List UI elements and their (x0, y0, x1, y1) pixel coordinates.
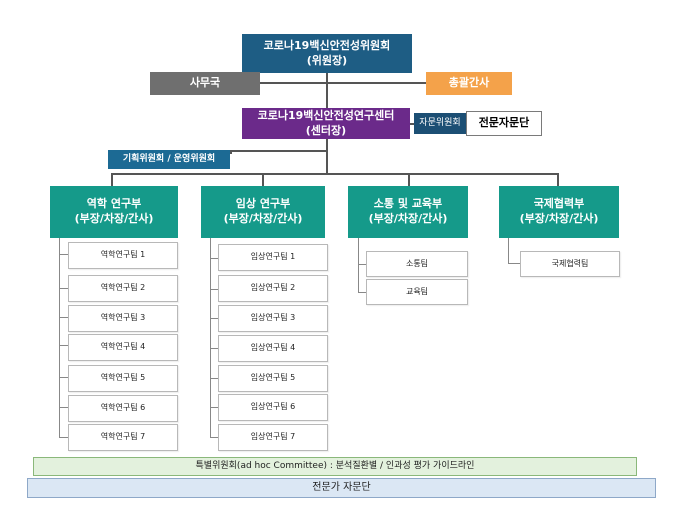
team-branch (210, 348, 218, 349)
dept-sub: (부장/차장/간사) (368, 212, 448, 225)
connector-dept-4 (557, 173, 559, 186)
dept-communication[interactable]: 소통 및 교육부 (부장/차장/간사) (348, 186, 468, 238)
team-branch (210, 318, 218, 319)
team-branch (59, 345, 68, 346)
connector-dept-bus (111, 173, 559, 175)
connector-dept-1 (111, 173, 113, 186)
advisory-committee-label: 자문위원회 (414, 113, 466, 134)
team-branch (210, 378, 218, 379)
team-trunk-4 (508, 238, 509, 264)
connector-planning-v (230, 150, 232, 154)
dept-international[interactable]: 국제협력부 (부장/차장/간사) (499, 186, 619, 238)
intl-team-1[interactable]: 국제협력팀 (520, 251, 620, 277)
research-center-title: 코로나19백신안전성연구센터 (257, 108, 395, 122)
research-center-box[interactable]: 코로나19백신안전성연구센터 (센터장) (242, 108, 410, 139)
epi-team-4[interactable]: 역학연구팀 4 (68, 334, 178, 361)
team-branch (59, 437, 68, 438)
team-branch (59, 407, 68, 408)
dept-sub: (부장/차장/간사) (519, 212, 599, 225)
team-branch (508, 263, 520, 264)
epi-team-3[interactable]: 역학연구팀 3 (68, 305, 178, 332)
comm-team-2[interactable]: 교육팀 (366, 279, 468, 305)
connector-planning-h (230, 150, 328, 152)
team-trunk-2 (210, 238, 211, 438)
special-committee-bar[interactable]: 특별위원회(ad hoc Committee) : 분석질환별 / 인과성 평가… (33, 457, 637, 476)
team-branch (210, 289, 218, 290)
dept-title: 임상 연구부 (235, 197, 291, 211)
team-branch (210, 258, 218, 259)
safety-committee-title: 코로나19백신안전성위원회 (263, 38, 391, 52)
dept-sub: (부장/차장/간사) (223, 212, 303, 225)
planning-committee-box[interactable]: 기획위원회 / 운영위원회 (108, 150, 230, 169)
dept-title: 역학 연구부 (86, 197, 142, 211)
dept-title: 국제협력부 (533, 197, 585, 211)
secretariat-box[interactable]: 사무국 (150, 72, 260, 95)
clin-team-2[interactable]: 임상연구팀 2 (218, 275, 328, 302)
epi-team-5[interactable]: 역학연구팀 5 (68, 365, 178, 392)
dept-sub: (부장/차장/간사) (74, 212, 154, 225)
connector-secretariat-h (260, 82, 426, 84)
safety-committee-sub: (위원장) (306, 53, 348, 67)
team-branch (210, 407, 218, 408)
safety-committee-box[interactable]: 코로나19백신안전성위원회 (위원장) (242, 34, 412, 73)
team-branch (210, 437, 218, 438)
clin-team-3[interactable]: 임상연구팀 3 (218, 305, 328, 332)
clin-team-7[interactable]: 임상연구팀 7 (218, 424, 328, 451)
epi-team-6[interactable]: 역학연구팀 6 (68, 395, 178, 422)
clin-team-1[interactable]: 임상연구팀 1 (218, 244, 328, 271)
dept-title: 소통 및 교육부 (373, 197, 443, 211)
clin-team-6[interactable]: 임상연구팀 6 (218, 394, 328, 421)
epi-team-7[interactable]: 역학연구팀 7 (68, 424, 178, 451)
team-branch (59, 288, 68, 289)
team-branch (59, 254, 68, 255)
connector-main-vertical (326, 73, 328, 109)
team-branch (59, 377, 68, 378)
team-trunk-3 (358, 238, 359, 292)
clin-team-5[interactable]: 임상연구팀 5 (218, 365, 328, 392)
dept-clinical[interactable]: 임상 연구부 (부장/차장/간사) (201, 186, 325, 238)
general-secretary-box[interactable]: 총괄간사 (426, 72, 512, 95)
dept-epidemiology[interactable]: 역학 연구부 (부장/차장/간사) (50, 186, 178, 238)
team-trunk-1 (59, 238, 60, 438)
research-center-sub: (센터장) (305, 123, 347, 137)
epi-team-2[interactable]: 역학연구팀 2 (68, 275, 178, 302)
connector-dept-2 (262, 173, 264, 186)
team-branch (358, 292, 366, 293)
team-branch (358, 264, 366, 265)
connector-center-down (326, 139, 328, 173)
expert-group-bar[interactable]: 전문가 자문단 (27, 478, 656, 498)
team-branch (59, 317, 68, 318)
clin-team-4[interactable]: 임상연구팀 4 (218, 335, 328, 362)
comm-team-1[interactable]: 소통팀 (366, 251, 468, 277)
connector-dept-3 (408, 173, 410, 186)
expert-advisory-box[interactable]: 전문자문단 (466, 111, 542, 136)
epi-team-1[interactable]: 역학연구팀 1 (68, 242, 178, 269)
connector-advisory-h (410, 123, 414, 125)
